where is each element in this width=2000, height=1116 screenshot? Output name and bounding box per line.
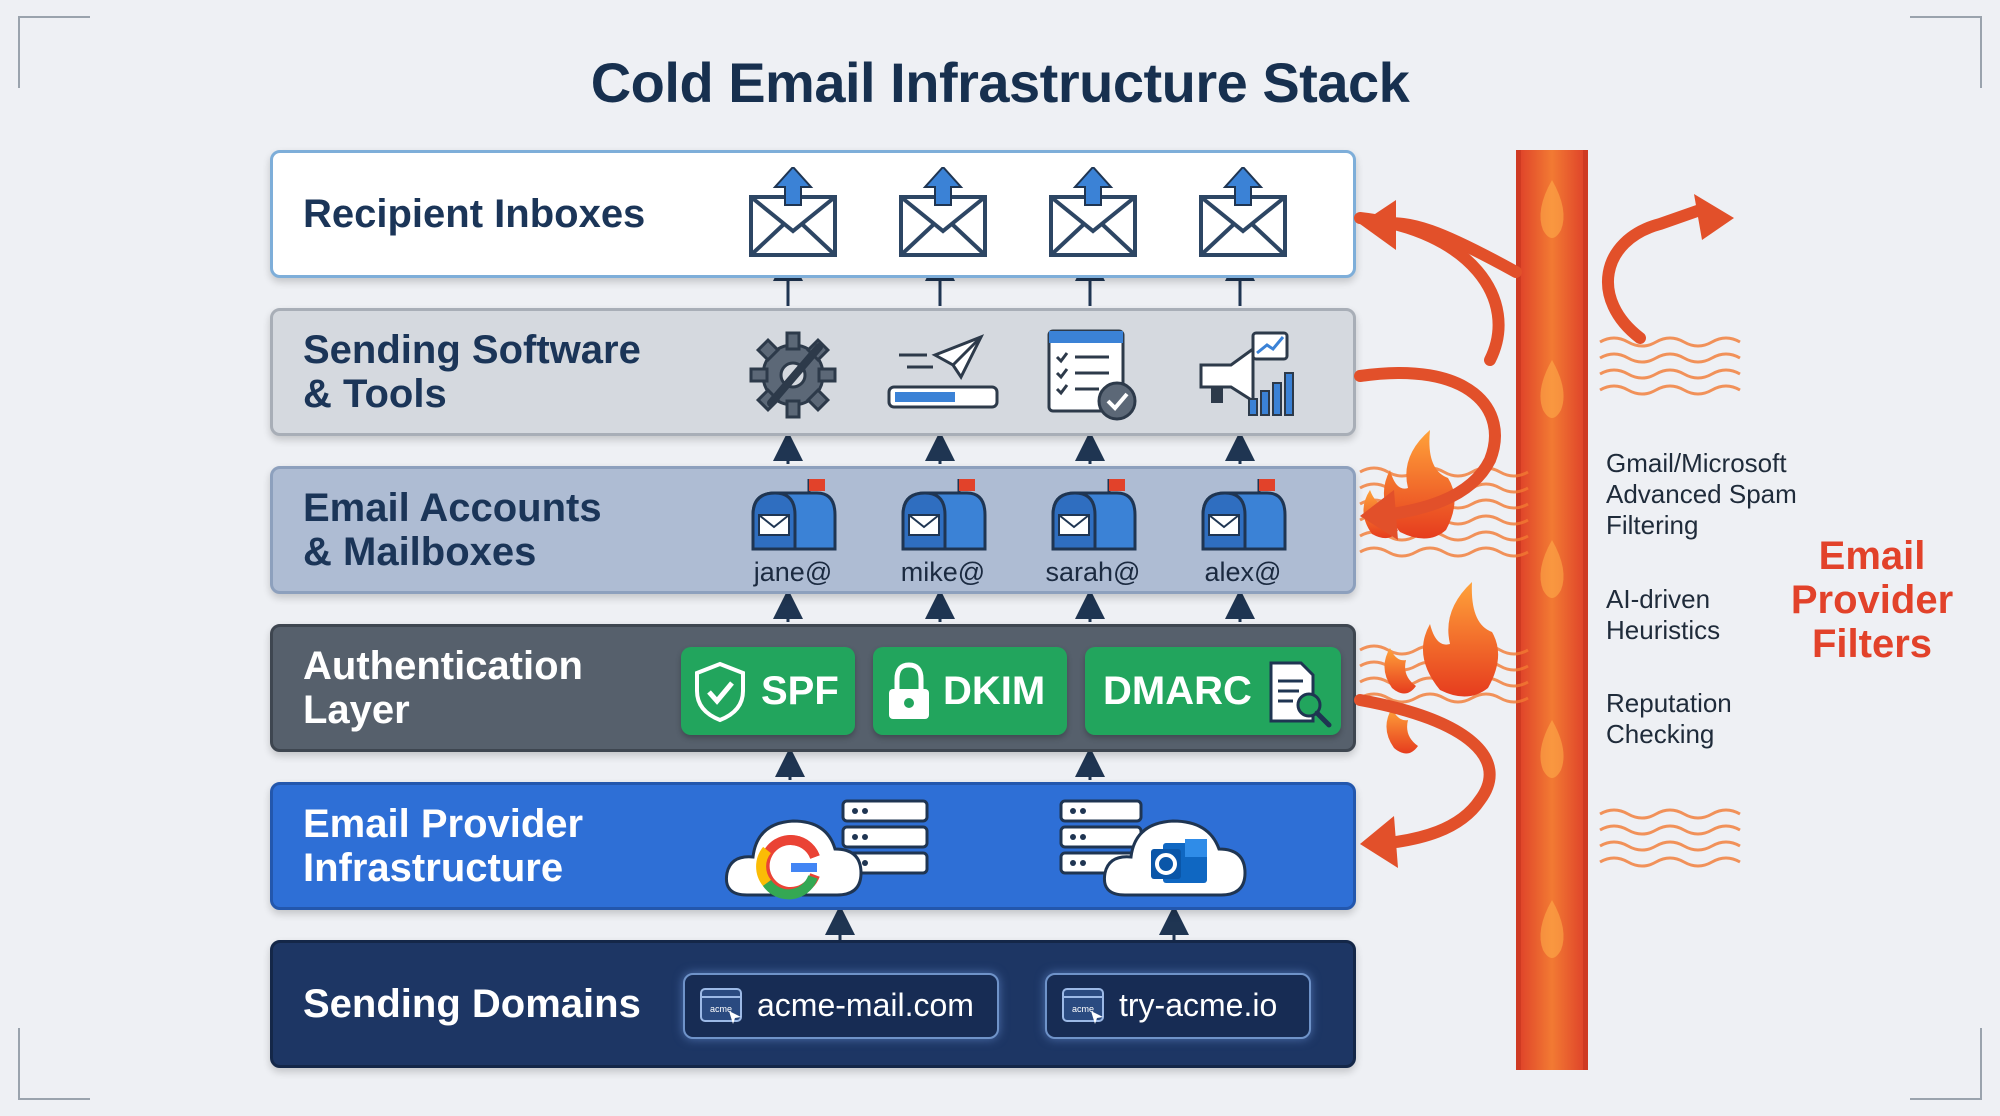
checklist-icon	[1047, 329, 1137, 421]
layer-sending-domains: Sending Domains acme acme-mail.com acme …	[270, 940, 1356, 1068]
envelope-upload-icon	[749, 167, 837, 257]
layer-label: Sending Software & Tools	[303, 328, 641, 416]
domain-icon-text: acme	[710, 1004, 732, 1014]
frame-corner-top-right	[1910, 16, 1982, 88]
layer-email-provider: Email Provider Infrastructure	[270, 782, 1356, 910]
mailbox-icon	[1201, 479, 1287, 551]
shield-check-icon	[695, 661, 745, 723]
paper-plane-progress-icon	[887, 334, 999, 409]
diagram-title: Cold Email Infrastructure Stack	[590, 51, 1410, 114]
frame-corner-bottom-left	[18, 1028, 90, 1100]
mailbox-label: alex@	[1204, 557, 1282, 587]
frame-corner-top-left	[18, 16, 90, 88]
domain-label: acme-mail.com	[757, 987, 974, 1023]
padlock-icon	[889, 662, 929, 719]
note-reputation: Reputation Checking	[1606, 688, 1732, 749]
document-search-icon	[1269, 661, 1332, 728]
layer-label: Email Provider Infrastructure	[303, 802, 584, 890]
mailbox-label: mike@	[900, 557, 986, 587]
layer-label: Authentication Layer	[303, 644, 583, 732]
deflection-arrows	[1354, 204, 1706, 850]
domain-pill: acme acme-mail.com	[683, 973, 999, 1039]
domain-label: try-acme.io	[1119, 987, 1278, 1023]
filters-title: Email Provider Filters	[1790, 534, 1954, 666]
envelope-upload-icon	[1049, 167, 1137, 257]
layer-label: Sending Domains	[303, 982, 641, 1026]
note-spam-filtering: Gmail/Microsoft Advanced Spam Filtering	[1606, 448, 1797, 540]
arrow-heads	[1360, 194, 1734, 868]
domain-icon-text: acme	[1072, 1004, 1094, 1014]
layer-sending-software: Sending Software & Tools	[270, 308, 1356, 436]
layer-label: Recipient Inboxes	[303, 192, 646, 236]
layer-label: Email Accounts & Mailboxes	[303, 486, 602, 574]
firewall-column	[1516, 150, 1588, 1070]
gear-wrench-icon	[749, 331, 837, 419]
browser-window-icon: acme	[1062, 988, 1104, 1024]
note-ai-heuristics: AI-driven Heuristics	[1606, 584, 1721, 645]
mailbox-label: jane@	[753, 557, 833, 587]
dkim-label: DKIM	[943, 669, 1046, 713]
dkim-badge: DKIM	[873, 647, 1067, 735]
layer-authentication: Authentication Layer SPF DKIM DMARC	[270, 624, 1356, 752]
flame-pattern	[1540, 180, 1564, 958]
dmarc-label: DMARC	[1103, 669, 1252, 713]
envelope-upload-icon	[1199, 167, 1287, 257]
spf-badge: SPF	[681, 647, 855, 735]
layer-email-accounts: Email Accounts & Mailboxes jane@ mike@ s…	[270, 466, 1356, 594]
dmarc-badge: DMARC	[1085, 647, 1341, 735]
megaphone-chart-icon	[1199, 331, 1294, 416]
mailbox-icon	[901, 479, 987, 551]
browser-window-icon: acme	[700, 988, 742, 1024]
spf-label: SPF	[761, 669, 839, 713]
layer-recipient-inboxes: Recipient Inboxes	[270, 150, 1356, 278]
mailbox-icon	[1051, 479, 1137, 551]
outlook-cloud-server-icon	[1059, 799, 1247, 897]
mailbox-icon	[751, 479, 837, 551]
mailbox-label: sarah@	[1045, 557, 1141, 587]
google-cloud-server-icon	[724, 799, 929, 900]
frame-corner-bottom-right	[1910, 1028, 1982, 1100]
domain-pill: acme try-acme.io	[1045, 973, 1311, 1039]
envelope-upload-icon	[899, 167, 987, 257]
